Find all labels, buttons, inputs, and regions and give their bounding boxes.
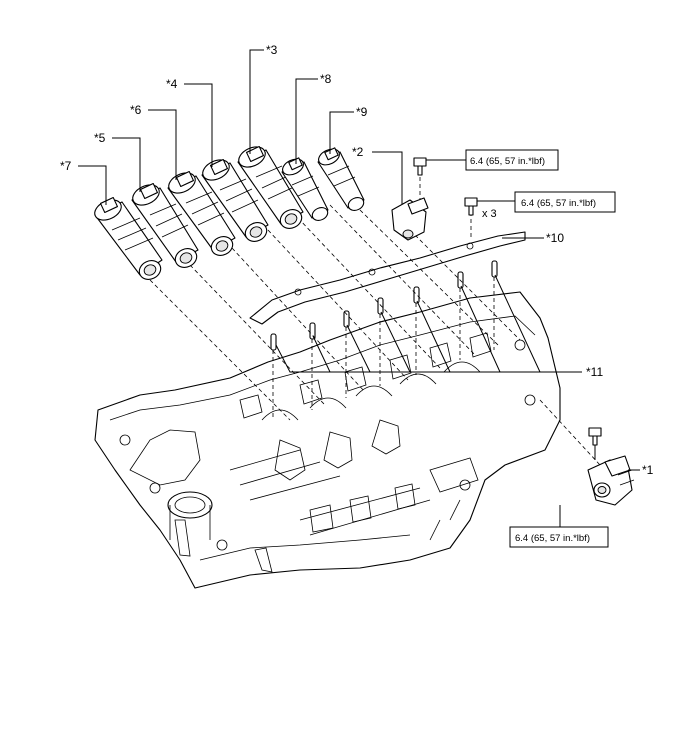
alignment-lines (149, 170, 601, 466)
callout-7: *7 (60, 159, 72, 173)
torque-spec-label-2: 6.4 (65, 57 in.*lbf) (521, 198, 596, 209)
callout-6: *6 (130, 103, 142, 117)
bolt-quantity-label: x 3 (482, 208, 497, 220)
callout-4: *4 (166, 77, 178, 91)
solenoid-valve-icon (587, 455, 635, 506)
solenoid-valve-icon (167, 170, 236, 256)
callout-10: *10 (546, 231, 564, 245)
valve-body (94, 291, 561, 589)
callout-8: *8 (320, 72, 332, 86)
solenoid-valve-icon (317, 147, 365, 211)
callout-3: *3 (266, 43, 278, 57)
solenoid-valve-icon (237, 145, 304, 229)
solenoid-valve-icon (131, 182, 199, 268)
torque-spec-2: 6.4 (65, 57 in.*lbf) (514, 191, 616, 213)
callout-11: *11 (586, 365, 603, 379)
bolt-icon (413, 157, 427, 176)
solenoid-valve-icon (201, 158, 269, 242)
torque-spec-1: 6.4 (65, 57 in.*lbf) (465, 149, 559, 171)
torque-spec-label-1: 6.4 (65, 57 in.*lbf) (470, 156, 545, 167)
leader-lines (78, 49, 640, 527)
solenoid-valve-icon (94, 196, 163, 280)
callout-5: *5 (94, 131, 106, 145)
callout-2: *2 (352, 145, 364, 159)
torque-spec-label-3: 6.4 (65, 57 in.*lbf) (515, 533, 590, 544)
pin-icon (270, 260, 498, 351)
torque-spec-3: 6.4 (65, 57 in.*lbf) (509, 526, 609, 548)
callout-1: *1 (642, 463, 654, 477)
solenoid-valve-icon (391, 197, 429, 241)
solenoid-valve-icon (281, 157, 329, 221)
bolt-icon (588, 427, 602, 446)
plate-icon (249, 231, 526, 325)
bolt-icon (464, 197, 478, 216)
callout-9: *9 (356, 105, 368, 119)
